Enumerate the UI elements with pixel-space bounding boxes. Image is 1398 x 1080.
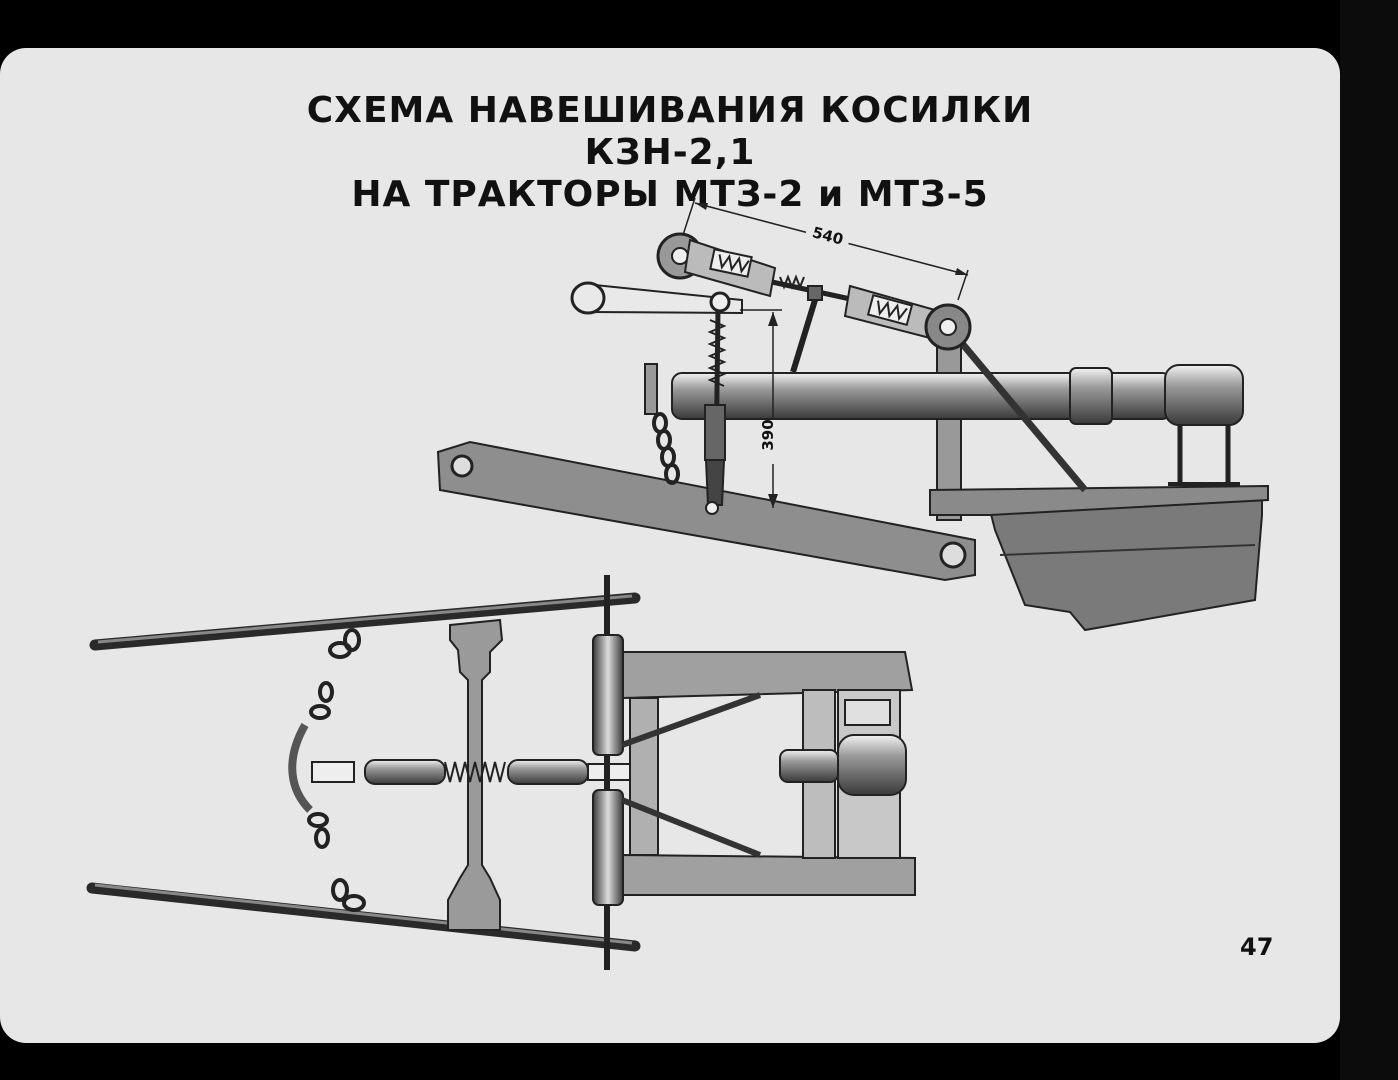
frame-top-rail — [622, 651, 914, 700]
slide-number: 47 — [1240, 933, 1274, 961]
side-chain — [652, 412, 680, 485]
top-chains — [307, 628, 366, 912]
top-view — [86, 575, 916, 970]
tractor-bar — [584, 283, 743, 315]
film-edge — [1340, 0, 1398, 1080]
beam-pivot-left — [450, 454, 474, 478]
lower-bushing — [592, 789, 624, 906]
frame-left-post — [629, 697, 659, 856]
title-line-2: НА ТРАКТОРЫ МТЗ-2 и МТЗ-5 — [351, 174, 989, 215]
upper-bushing — [592, 634, 624, 756]
dimension-390-label: 390 — [759, 419, 777, 450]
mower-housing-top — [929, 484, 1269, 516]
shaft-end-cylinder — [1164, 364, 1244, 426]
shaft-coupling — [1069, 367, 1113, 425]
upper-drawbar — [89, 592, 641, 651]
diagram-title: СХЕМА НАВЕШИВАНИЯ КОСИЛКИ КЗН-2,1 НА ТРА… — [300, 90, 1040, 216]
dimension-540-label: 540 — [810, 223, 845, 248]
side-brace — [952, 332, 1088, 493]
title-line-1: СХЕМА НАВЕШИВАНИЯ КОСИЛКИ КЗН-2,1 — [306, 90, 1034, 173]
dimension-390: 390 — [740, 309, 784, 508]
dimension-540: 540 — [682, 197, 969, 301]
beam-pivot-right — [939, 541, 967, 569]
side-view: 540 390 — [436, 197, 1269, 632]
frame-bottom-rail — [622, 853, 916, 896]
lower-drawbar — [86, 882, 641, 952]
top-cylinder — [837, 734, 907, 796]
cross-beam — [447, 618, 504, 931]
central-turnbuckle — [311, 759, 631, 785]
top-link — [656, 232, 972, 373]
